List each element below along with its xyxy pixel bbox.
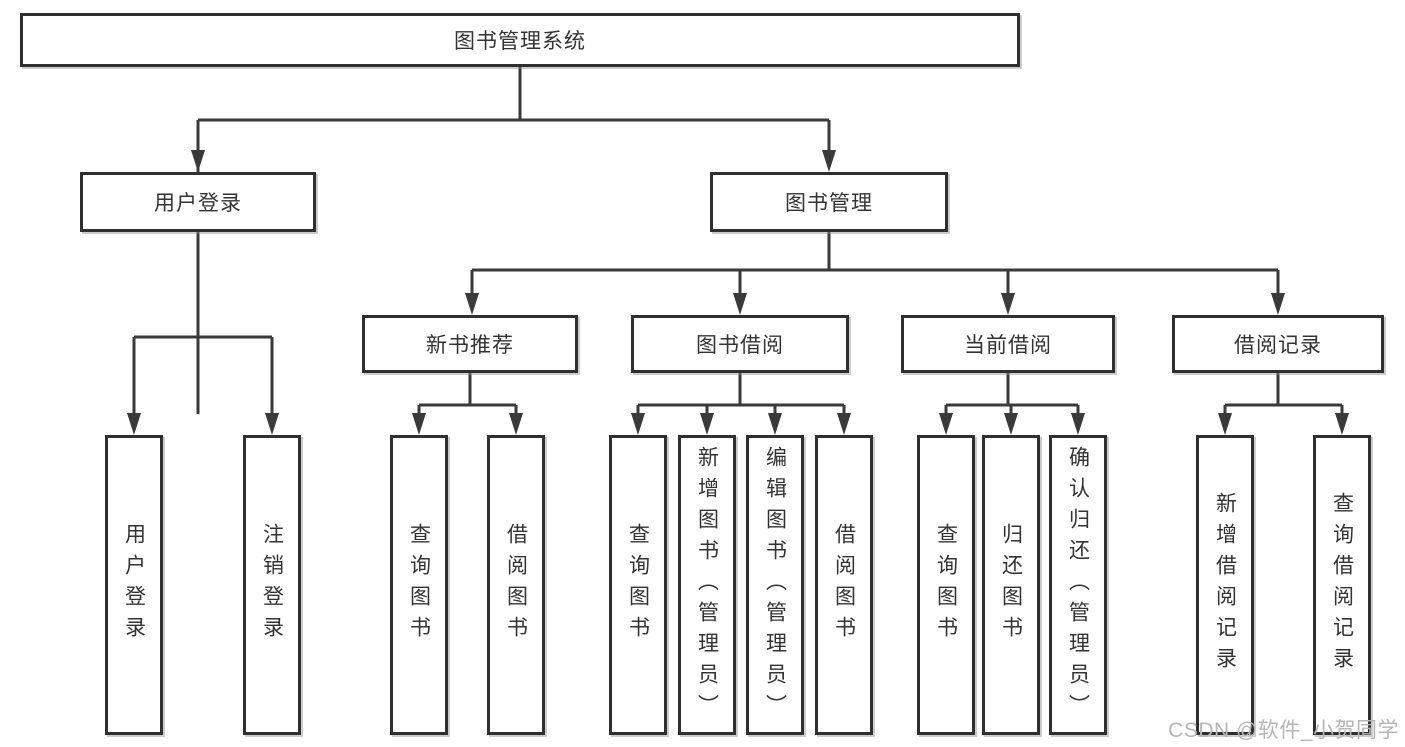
arrowhead <box>631 413 645 435</box>
arrowhead <box>265 413 279 435</box>
node-book-borrow: 图书借阅 <box>631 315 849 373</box>
arrowhead <box>1001 293 1015 315</box>
node-book-borrow-label: 图书借阅 <box>696 334 784 357</box>
node-leaf-nb-query-book-label: 查询图书 <box>407 523 431 647</box>
node-leaf-cu-confirm-return: 确认归还（管理员） <box>1049 435 1107 735</box>
node-current-borrow: 当前借阅 <box>901 315 1115 373</box>
node-leaf-nb-borrow-book-label: 借阅图书 <box>504 523 528 647</box>
node-leaf-user-login: 用户登录 <box>105 435 163 735</box>
edge-borrowrecords-to-leaves <box>1223 373 1344 414</box>
arrowhead <box>412 413 426 435</box>
edge-newbookrec-to-leaves <box>417 373 518 414</box>
arrowhead <box>733 293 747 315</box>
arrowhead <box>1335 413 1349 435</box>
node-new-book-rec-label: 新书推荐 <box>426 334 514 357</box>
node-user-login-label: 用户登录 <box>154 192 242 215</box>
node-user-login: 用户登录 <box>80 172 316 232</box>
arrowhead <box>1004 413 1018 435</box>
node-leaf-bb-query-book-label: 查询图书 <box>626 523 650 647</box>
node-leaf-re-add-record: 新增借阅记录 <box>1196 435 1254 735</box>
arrowhead <box>127 413 141 435</box>
node-leaf-re-add-record-label: 新增借阅记录 <box>1213 492 1237 678</box>
node-leaf-bb-add-book-label: 新增图书（管理员） <box>695 445 719 725</box>
arrowhead <box>1271 293 1285 315</box>
csdn-watermark: CSDN @软件_小贺同学 <box>1168 719 1399 742</box>
arrowhead <box>1218 413 1232 435</box>
node-leaf-cu-confirm-return-label: 确认归还（管理员） <box>1066 445 1090 725</box>
node-leaf-bb-edit-book: 编辑图书（管理员） <box>746 435 804 735</box>
node-leaf-nb-query-book: 查询图书 <box>390 435 448 735</box>
arrowhead <box>768 413 782 435</box>
node-leaf-re-query-record: 查询借阅记录 <box>1313 435 1371 735</box>
node-root-label: 图书管理系统 <box>454 30 586 53</box>
node-leaf-logout-label: 注销登录 <box>260 523 284 647</box>
arrowhead <box>1071 413 1085 435</box>
node-leaf-bb-add-book: 新增图书（管理员） <box>678 435 736 735</box>
node-leaf-bb-borrow-book: 借阅图书 <box>815 435 873 735</box>
node-leaf-bb-borrow-book-label: 借阅图书 <box>832 523 856 647</box>
node-new-book-rec: 新书推荐 <box>362 315 578 373</box>
node-book-mgmt: 图书管理 <box>710 172 948 232</box>
edge-currentborrow-to-leaves <box>944 373 1080 414</box>
arrowhead <box>191 150 205 172</box>
node-root: 图书管理系统 <box>20 13 1020 67</box>
node-leaf-cu-return-book: 归还图书 <box>982 435 1040 735</box>
node-book-mgmt-label: 图书管理 <box>785 192 873 215</box>
edge-root-to-level2 <box>196 67 831 414</box>
node-current-borrow-label: 当前借阅 <box>964 334 1052 357</box>
arrowhead <box>822 150 836 172</box>
edge-userlogin-to-leaves <box>132 232 274 414</box>
node-leaf-user-login-label: 用户登录 <box>122 523 146 647</box>
node-borrow-records: 借阅记录 <box>1172 315 1384 373</box>
node-leaf-nb-borrow-book: 借阅图书 <box>487 435 545 735</box>
edge-bookborrow-to-leaves <box>636 373 846 414</box>
node-leaf-bb-query-book: 查询图书 <box>609 435 667 735</box>
arrowhead <box>465 293 479 315</box>
arrowhead <box>700 413 714 435</box>
node-leaf-cu-query-book-label: 查询图书 <box>934 523 958 647</box>
node-leaf-re-query-record-label: 查询借阅记录 <box>1330 492 1354 678</box>
edge-bookmgmt-to-level3 <box>470 232 1280 294</box>
arrowhead <box>509 413 523 435</box>
node-leaf-logout: 注销登录 <box>243 435 301 735</box>
arrowhead <box>837 413 851 435</box>
node-borrow-records-label: 借阅记录 <box>1234 334 1322 357</box>
node-leaf-bb-edit-book-label: 编辑图书（管理员） <box>763 445 787 725</box>
node-leaf-cu-query-book: 查询图书 <box>917 435 975 735</box>
node-leaf-cu-return-book-label: 归还图书 <box>999 523 1023 647</box>
arrowhead <box>939 413 953 435</box>
